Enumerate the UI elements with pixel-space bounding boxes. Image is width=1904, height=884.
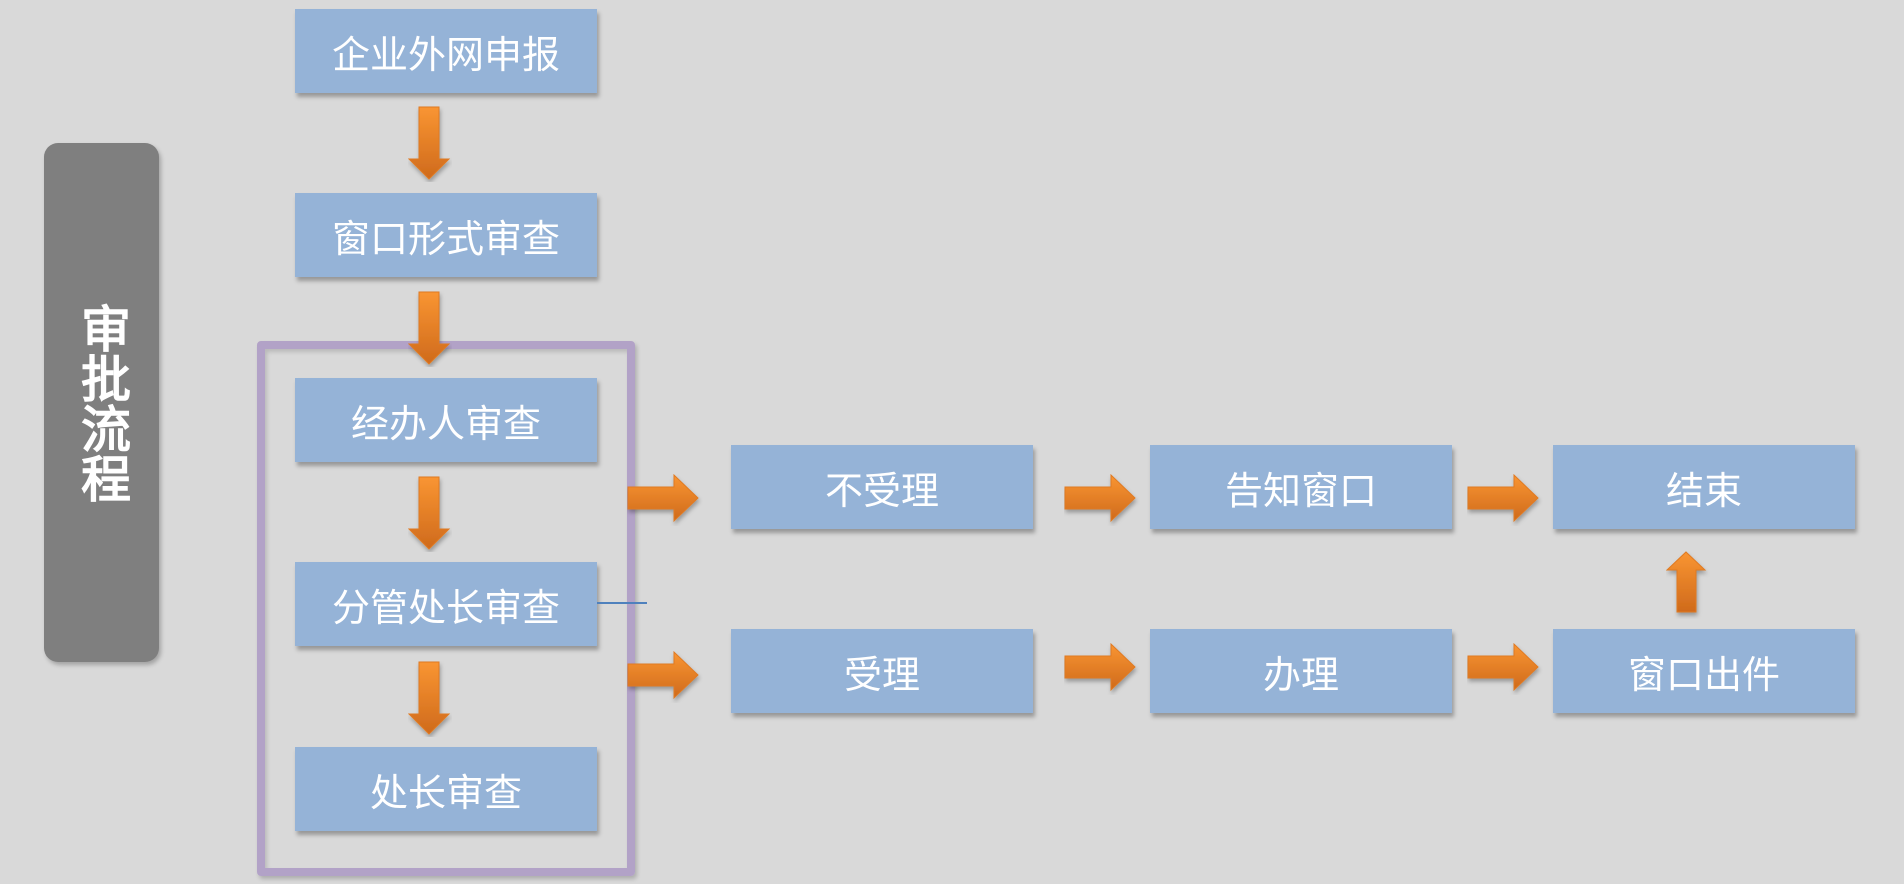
diagram-title: 审批流程 xyxy=(73,302,131,503)
arrow-down-icon xyxy=(408,291,451,365)
arrow-right-icon xyxy=(627,651,699,700)
connector-line xyxy=(597,602,647,604)
arrow-right-icon xyxy=(1064,474,1136,523)
step-accepted: 受理 xyxy=(731,629,1033,713)
step-online-submit: 企业外网申报 xyxy=(295,9,597,93)
step-process: 办理 xyxy=(1150,629,1452,713)
step-end: 结束 xyxy=(1553,445,1855,529)
arrow-up-icon xyxy=(1666,551,1707,613)
step-director-review: 处长审查 xyxy=(295,747,597,831)
step-window-formal-review: 窗口形式审查 xyxy=(295,193,597,277)
arrow-right-icon xyxy=(1064,643,1136,692)
step-notify-window: 告知窗口 xyxy=(1150,445,1452,529)
step-deputy-director-review: 分管处长审查 xyxy=(295,562,597,646)
arrow-down-icon xyxy=(408,106,451,180)
step-handler-review: 经办人审查 xyxy=(295,378,597,462)
arrow-down-icon xyxy=(408,476,451,550)
arrow-right-icon xyxy=(1467,474,1539,523)
arrow-down-icon xyxy=(408,661,451,735)
step-not-accepted: 不受理 xyxy=(731,445,1033,529)
arrow-right-icon xyxy=(1467,643,1539,692)
step-window-issue: 窗口出件 xyxy=(1553,629,1855,713)
arrow-right-icon xyxy=(627,474,699,523)
title-panel: 审批流程 xyxy=(44,143,159,662)
